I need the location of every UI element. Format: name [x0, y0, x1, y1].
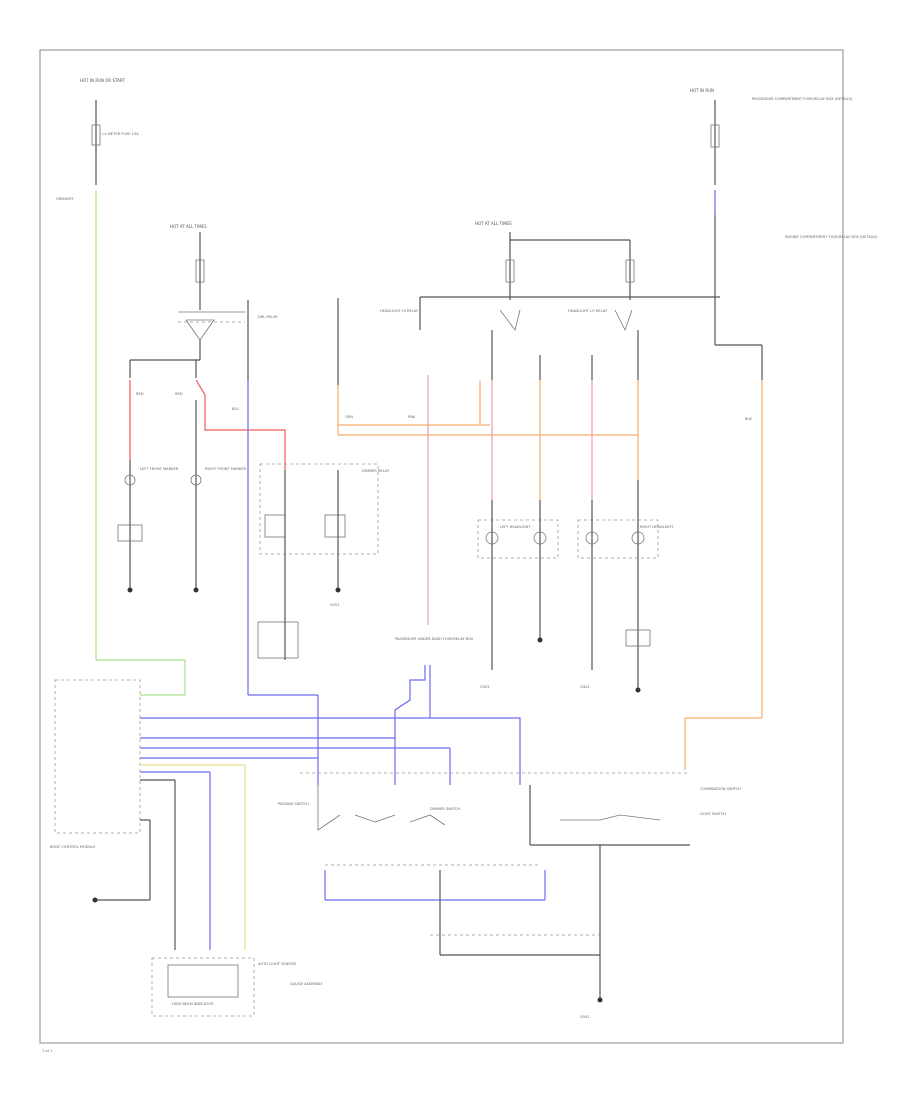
- ground-icon: [193, 587, 199, 593]
- label-red: RED: [175, 392, 183, 396]
- supply-top-left: HOT IN RUN OR START I-4 METER FUSE 10A G…: [56, 78, 186, 696]
- red-wires-left: RED RED LEFT FRONT MARKER RIGHT FRONT MA…: [117, 360, 286, 590]
- label-pnk: PNK: [408, 415, 416, 419]
- orange-bus: ORN: [337, 298, 639, 500]
- label-left-headlight: LEFT HEADLIGHT: [500, 525, 531, 529]
- label-hi-relay: HEADLIGHT HI RELAY: [380, 309, 419, 313]
- label-multi-control-unit: BODY CONTROL MODULE: [50, 845, 96, 849]
- label-wire-grn-left: GRN/WHT: [56, 197, 74, 201]
- resistor-icon: [625, 629, 651, 647]
- label-passenger-note: PASSENGER COMPARTMENT FUSE/RELAY BOX (DE…: [752, 97, 853, 101]
- label-left-front-marker: LEFT FRONT MARKER: [140, 467, 179, 471]
- headlight-row: LEFT HEADLIGHT RIGHT HEADLIGHT G301 G401: [477, 480, 674, 690]
- ground-icon: [92, 897, 98, 903]
- label-dimmer-switch: DIMMER SWITCH: [430, 807, 460, 811]
- relay-group-left: HOT AT ALL TIMES DRL RELAY: [130, 224, 278, 380]
- fuse-icon: [625, 259, 635, 283]
- body-control-module: BODY CONTROL MODULE: [50, 679, 450, 950]
- label-high-beam-indicator: HIGH BEAM INDICATOR: [172, 1002, 214, 1006]
- fuse-icon: [91, 124, 101, 146]
- label-hot-in-run-top-left: HOT IN RUN OR START: [80, 78, 125, 83]
- ground-icon: [537, 637, 543, 643]
- ground-icon: [127, 587, 133, 593]
- supply-far-right: HOT IN RUN PASSENGER COMPARTMENT FUSE/RE…: [684, 88, 878, 770]
- blue-routes-center: [394, 665, 521, 785]
- sensor-icon: [167, 964, 239, 998]
- auto-light-sensor: AUTO LIGHT SENSOR GAUGE ASSEMBLY HIGH BE…: [151, 957, 323, 1017]
- label-dimmer-relay: DIMMER RELAY: [362, 469, 390, 473]
- fuse-icon: [505, 259, 515, 283]
- dimmer-relay-box: DIMMER RELAY G201: [257, 463, 390, 660]
- label-light-switch: LIGHT SWITCH: [700, 812, 726, 816]
- label-passenger-underdash: PASSENGER UNDER-DASH FUSE/RELAY BOX: [395, 637, 474, 641]
- lamp-icon: [190, 474, 202, 486]
- fuse-icon: [195, 259, 205, 283]
- label-blk: BLK: [745, 417, 752, 421]
- combination-switch: COMBINATION SWITCH PASSING SWITCH DIMMER…: [278, 772, 741, 866]
- ground-icon: [635, 687, 641, 693]
- pink-wires: PNK PASSENGER UNDER-DASH FUSE/RELAY BOX: [395, 375, 593, 641]
- label-fuse-top-left: I-4 METER FUSE 10A: [102, 132, 139, 136]
- label-red: RED: [136, 392, 144, 396]
- label-passing-switch: PASSING SWITCH: [278, 802, 309, 806]
- label-relay-left: DRL RELAY: [258, 315, 278, 319]
- fuse-block-top-right: HOT AT ALL TIMES HEADLIGHT HI RELAY HEAD…: [380, 221, 720, 380]
- label-orn: ORN: [345, 415, 353, 419]
- label-auto-light-sensor: AUTO LIGHT SENSOR: [258, 962, 296, 966]
- fuse-icon: [710, 124, 720, 148]
- switch-box-icon: [257, 621, 299, 659]
- label-hot-at-all-times-center: HOT AT ALL TIMES: [170, 224, 207, 229]
- label-combination-switch: COMBINATION SWITCH: [700, 787, 741, 791]
- ground-symbols: [92, 587, 641, 1003]
- label-engine-box-note: ENGINE COMPARTMENT FUSE/RELAY BOX (DETAI…: [785, 235, 878, 239]
- label-hot-in-run-top-right: HOT IN RUN: [690, 88, 714, 93]
- label-lo-relay: HEADLIGHT LO RELAY: [568, 309, 608, 313]
- diagram-frame: [39, 49, 844, 1044]
- label-g201: G201: [330, 603, 340, 607]
- label-g401: G401: [580, 685, 590, 689]
- lamp-icon: [124, 474, 136, 486]
- label-gauge-assembly: GAUGE ASSEMBLY: [290, 982, 323, 986]
- relay-coil-icon: [324, 514, 346, 538]
- label-right-headlight: RIGHT HEADLIGHT: [640, 525, 674, 529]
- label-hot-at-all-times-right: HOT AT ALL TIMES: [475, 221, 512, 226]
- label-bottom-ground: G501: [580, 1015, 590, 1019]
- page-ref: 1 of 1: [42, 1049, 52, 1053]
- label-right-front-marker: RIGHT FRONT MARKER: [205, 467, 246, 471]
- relay-coil-icon: [264, 514, 286, 538]
- ground-icon: [335, 587, 341, 593]
- blue-loop-bottom: G501: [324, 845, 601, 1019]
- label-g301: G301: [480, 685, 490, 689]
- blue-wire-main: BLU: [232, 380, 319, 785]
- ground-icon: [597, 997, 603, 1003]
- label-blu: BLU: [232, 407, 239, 411]
- resistor-icon: [117, 524, 143, 542]
